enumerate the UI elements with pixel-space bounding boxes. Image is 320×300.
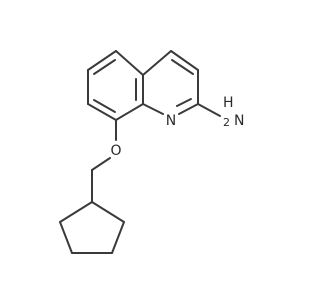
bond-c2-n1-inner: [176, 98, 192, 107]
ether-oxygen-label: O: [110, 143, 121, 159]
bond-c2-n1: [178, 103, 199, 115]
molecule-structure-diagram: N H 2 N O: [59, 50, 244, 254]
bond-c4-c3-inner: [171, 59, 194, 75]
bond-c8-c8a: [115, 103, 144, 121]
bond-c4a-c5: [115, 50, 144, 76]
bond-c4a-c4: [142, 50, 172, 76]
bond-n1-c8a: [142, 103, 164, 115]
bond-c7-c8: [87, 103, 117, 121]
ring-nitrogen-symbol: N: [166, 113, 176, 129]
ether-oxygen-symbol: O: [110, 143, 121, 159]
bond-c7-c8-inner: [93, 99, 116, 113]
bond-c2-nh2: [197, 103, 221, 117]
bond-c5-c6-inner: [93, 59, 116, 75]
amine-hydrogen-symbol: H: [223, 95, 234, 111]
amine-hydrogen-count: 2: [223, 116, 230, 129]
bond-o-ch2: [91, 157, 111, 171]
amine-label: H 2 N: [223, 95, 244, 129]
pyridine-ring: [142, 50, 199, 115]
cyclopentyl-ring: [59, 201, 125, 254]
bond-cp5-cp1: [59, 201, 93, 223]
bond-c4-c3: [170, 50, 199, 71]
bond-cp2-cp3: [111, 221, 125, 254]
bond-c5-c6: [87, 50, 117, 71]
ring-nitrogen-label: N: [166, 113, 176, 129]
amine-nitrogen-symbol: N: [234, 113, 244, 129]
bond-cp4-cp5: [59, 221, 73, 254]
benzo-ring: [87, 50, 144, 121]
bond-cp1-cp2: [91, 201, 125, 223]
